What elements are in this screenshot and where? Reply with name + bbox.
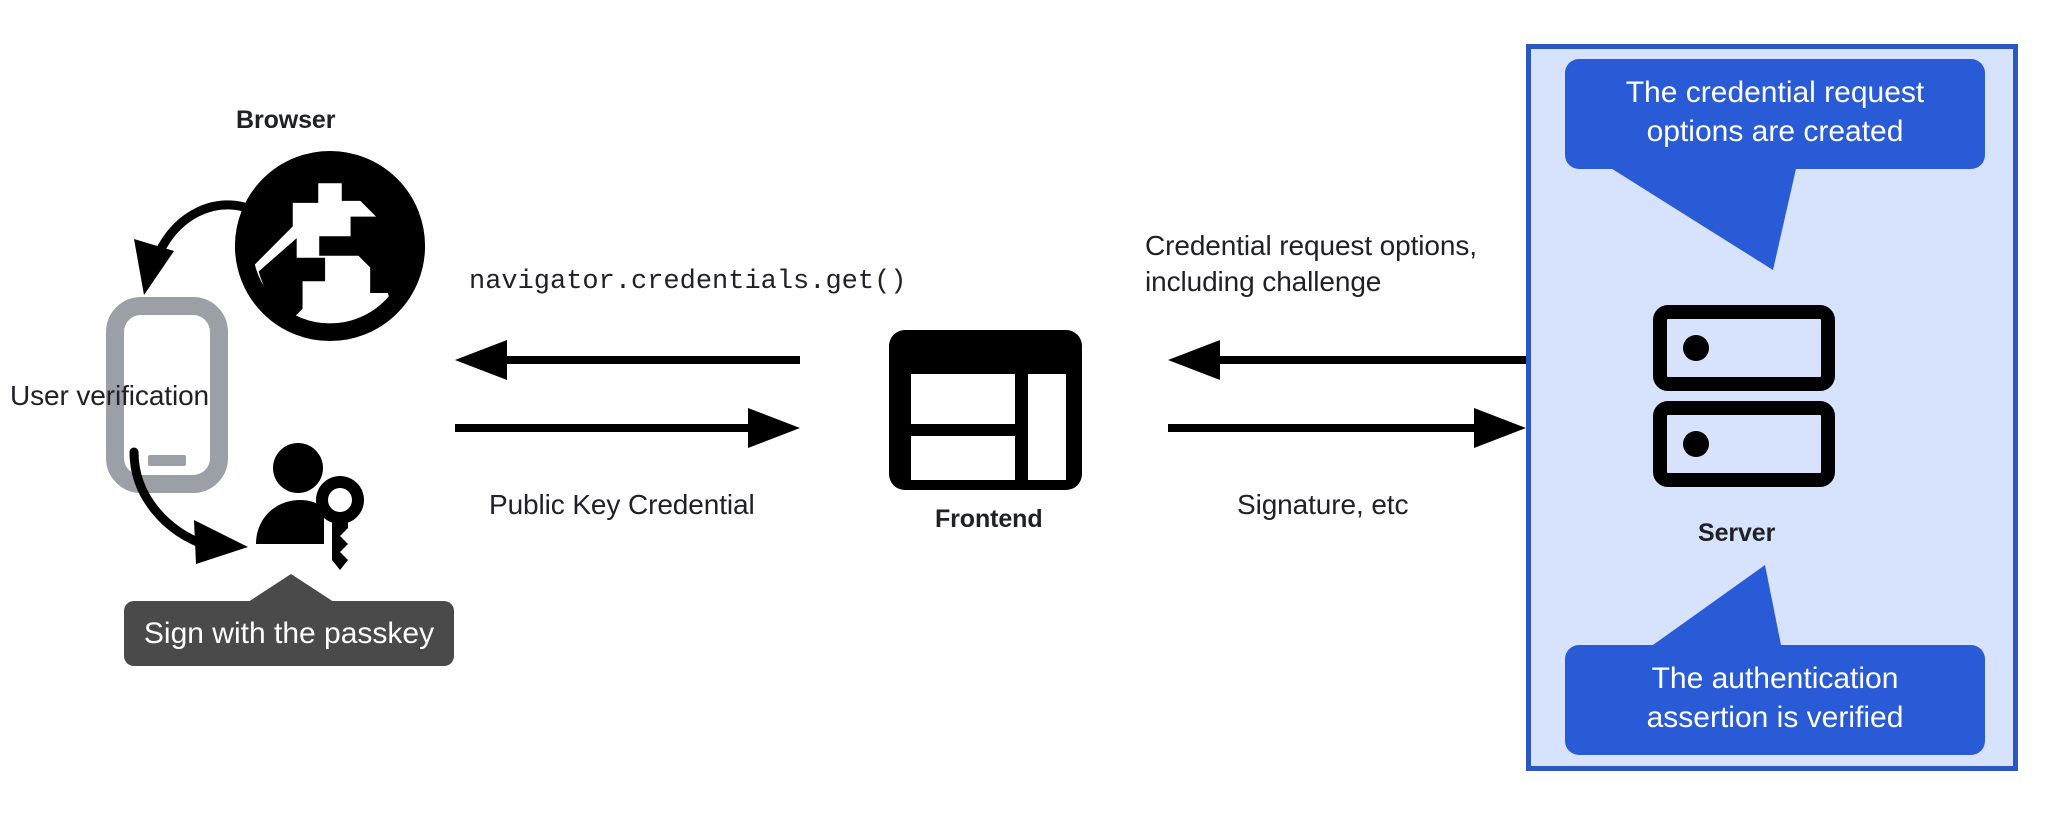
callout-credential-request-options: The credential request options are creat… — [1565, 59, 1985, 169]
arrow-frontend-to-server — [1168, 408, 1526, 448]
webpage-layout-icon — [889, 330, 1082, 490]
server-label: Server — [1698, 519, 1776, 547]
passkey-tooltip-tail — [245, 574, 337, 604]
passkey-tooltip: Sign with the passkey — [124, 601, 454, 666]
user-verification-label: User verification — [10, 380, 210, 411]
callout-authentication-assertion: The authentication assertion is verified — [1565, 645, 1985, 755]
globe-icon — [232, 148, 428, 344]
server-rack-icon — [1653, 305, 1835, 487]
frontend-label: Frontend — [935, 505, 1043, 533]
message-credential-request-options: Credential request options, including ch… — [1145, 230, 1477, 297]
arrow-server-to-frontend — [1168, 340, 1526, 380]
callout-top-tail — [1598, 160, 1828, 270]
arrow-browser-to-frontend — [455, 408, 800, 448]
message-navigator-credentials-get: navigator.credentials.get() — [469, 267, 907, 297]
person-with-key-icon — [250, 440, 380, 570]
mobile-phone-icon — [106, 297, 228, 493]
message-public-key-credential: Public Key Credential — [489, 489, 755, 520]
curved-arrow-down-right-icon — [120, 440, 300, 590]
browser-label: Browser — [236, 106, 336, 134]
curved-arrow-down-icon — [108, 185, 268, 345]
message-signature-etc: Signature, etc — [1237, 489, 1409, 520]
arrow-frontend-to-browser — [455, 340, 800, 380]
